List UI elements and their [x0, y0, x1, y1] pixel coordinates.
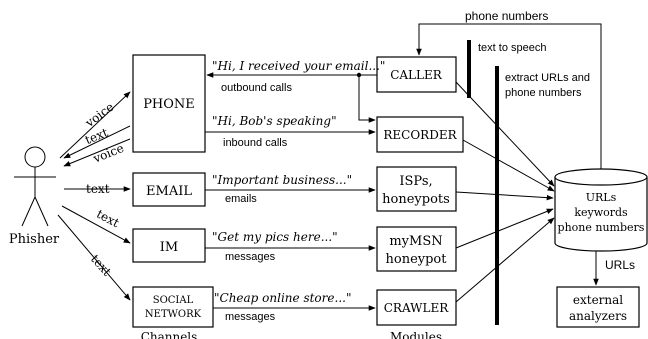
analyzers-label-2: analyzers	[569, 309, 627, 323]
quote-outbound: "Hi, I received your email..."	[212, 59, 385, 73]
module-caller-label: CALLER	[390, 68, 443, 82]
module-isp-box	[376, 166, 457, 212]
edge-label-text-phone: text	[83, 125, 110, 147]
label-inbound-calls: inbound calls	[223, 137, 288, 149]
channel-social-label-1: SOCIAL	[153, 295, 194, 306]
extract-label-1: extract URLs and	[505, 72, 590, 84]
channel-phone-box	[132, 54, 206, 153]
extract-label-2: phone numbers	[505, 87, 582, 99]
channel-im-label: IM	[160, 240, 178, 255]
channels-caption: Channels	[141, 330, 198, 339]
channel-im-box	[132, 228, 206, 263]
database-label-3: phone numbers	[558, 221, 645, 234]
module-recorder-label: RECORDER	[383, 128, 457, 142]
edge-label-text-social: text	[88, 252, 114, 279]
modules-caption: Modules	[390, 330, 442, 339]
edge-voice-outbound	[59, 91, 131, 159]
analyzers-label-1: external	[573, 293, 623, 307]
arrow-recorder-to-db	[462, 139, 555, 192]
module-crawler-box	[376, 289, 457, 326]
quote-social: "Cheap online store..."	[214, 291, 351, 305]
module-isp-label-2: honeypots	[382, 192, 450, 207]
phisher-figure-icon	[14, 146, 56, 227]
label-im-messages: messages	[225, 251, 276, 263]
quote-inbound: "Hi, Bob's speaking"	[212, 114, 337, 128]
database-cylinder-icon	[554, 168, 648, 252]
label-social-messages: messages	[225, 311, 276, 323]
quote-email: "Important business..."	[212, 173, 352, 187]
channel-social-box	[132, 286, 214, 328]
text-to-speech-label: text to speech	[478, 42, 547, 54]
edge-text-social	[57, 214, 131, 301]
external-analyzers-box	[556, 286, 640, 328]
edge-text-phone	[63, 125, 131, 159]
edge-label-text-email: text	[86, 182, 110, 196]
label-outbound-calls: outbound calls	[221, 82, 292, 94]
arrow-phone-numbers-feedback	[416, 23, 602, 170]
edge-text-im	[61, 205, 131, 244]
arrow-crawler-to-db	[455, 217, 555, 303]
channel-email-box	[132, 172, 206, 207]
module-mymsn-label-2: honeypot	[386, 252, 448, 267]
phone-numbers-label: phone numbers	[465, 9, 548, 23]
database-label-1: URLs	[586, 191, 617, 204]
quote-im: "Get my pics here..."	[212, 230, 338, 244]
channel-phone-label: PHONE	[143, 97, 195, 112]
urls-label: URLs	[605, 258, 635, 272]
arrow-branch-to-recorder	[358, 75, 376, 123]
module-recorder-box	[376, 116, 464, 153]
arrow-isp-to-db	[455, 191, 554, 201]
channel-social-label-2: NETWORK	[145, 309, 202, 320]
module-isp-label-1: ISPs,	[399, 174, 432, 189]
phisher-label: Phisher	[9, 232, 60, 247]
module-crawler-label: CRAWLER	[384, 301, 449, 315]
module-mymsn-box	[376, 226, 457, 272]
edge-label-voice-out: voice	[82, 100, 117, 131]
arrow-mymsn-to-db	[455, 208, 554, 249]
channel-email-label: EMAIL	[146, 184, 192, 199]
database-label-2: keywords	[574, 206, 628, 219]
arrow-caller-to-db	[455, 81, 555, 187]
module-mymsn-label-1: myMSN	[389, 234, 442, 249]
edge-voice-inbound	[63, 138, 131, 167]
label-emails: emails	[225, 193, 257, 205]
edge-label-voice-in: voice	[90, 141, 126, 166]
edge-label-text-im: text	[94, 207, 121, 230]
